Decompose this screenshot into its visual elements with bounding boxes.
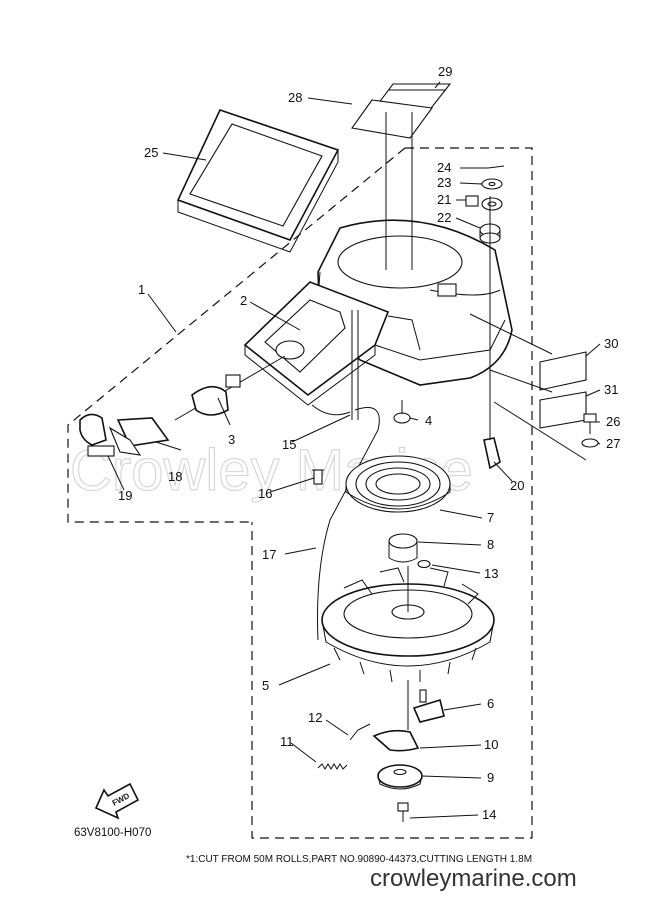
spiral-spring-7[interactable] (345, 455, 451, 513)
pawl-6[interactable] (412, 689, 445, 723)
bracket-21[interactable] (465, 195, 479, 207)
figure-code: 63V8100-H070 (74, 827, 151, 839)
callout-27: 27 (606, 436, 620, 451)
callout-19: 19 (118, 488, 132, 503)
bolt-14[interactable] (397, 802, 409, 822)
circlip-13[interactable] (417, 559, 431, 569)
callout-11: 11 (280, 734, 294, 749)
callout-26: 26 (606, 414, 620, 429)
cap-9[interactable] (377, 764, 423, 790)
callout-18: 18 (168, 469, 182, 484)
callout-8: 8 (487, 537, 494, 552)
pin-24[interactable] (487, 165, 505, 169)
clip-20[interactable] (483, 437, 501, 470)
callout-4: 4 (425, 413, 432, 428)
site-watermark: crowleymarine.com (370, 865, 577, 892)
nut-21[interactable] (481, 197, 503, 211)
label-30[interactable] (539, 351, 587, 391)
callout-17: 17 (262, 547, 276, 562)
callout-29: 29 (438, 64, 452, 79)
callout-20: 20 (510, 478, 524, 493)
knob-19[interactable] (79, 413, 115, 457)
leader-lines (107, 81, 601, 819)
callout-31: 31 (604, 382, 618, 397)
rope-handle-18[interactable] (108, 417, 170, 456)
filter-frame-25[interactable] (176, 109, 340, 253)
bushing-8[interactable] (388, 533, 418, 563)
callout-25: 25 (144, 145, 158, 160)
plate-10[interactable] (372, 729, 420, 752)
callout-16: 16 (258, 486, 272, 501)
callout-24: 24 (437, 160, 451, 175)
forward-arrow-icon: FWD (94, 782, 140, 820)
washer-27[interactable] (581, 438, 599, 448)
hose-17[interactable] (311, 404, 380, 641)
callout-3: 3 (228, 432, 235, 447)
callout-12: 12 (308, 710, 322, 725)
callout-numbers: 1 2 3 4 5 6 7 8 9 10 11 12 13 14 15 16 1… (118, 64, 620, 822)
callout-28: 28 (288, 90, 302, 105)
screw-16[interactable] (312, 469, 324, 485)
callout-2: 2 (240, 293, 247, 308)
callout-13: 13 (484, 566, 498, 581)
callout-21: 21 (437, 192, 451, 207)
callout-7: 7 (487, 510, 494, 525)
washer-23[interactable] (481, 178, 503, 190)
callout-6: 6 (487, 696, 494, 711)
bolt-4[interactable] (393, 400, 411, 424)
callout-9: 9 (487, 770, 494, 785)
assembly-boundary-right (251, 147, 533, 839)
coil-spring-11[interactable] (317, 763, 348, 770)
callout-5: 5 (262, 678, 269, 693)
callout-23: 23 (437, 175, 451, 190)
callout-15: 15 (282, 437, 296, 452)
callout-30: 30 (604, 336, 618, 351)
spring-12[interactable] (349, 723, 371, 741)
label-31[interactable] (539, 391, 587, 429)
assembly-boundary-left (67, 147, 406, 523)
reel-5[interactable] (321, 566, 495, 683)
control-cable-3[interactable] (174, 355, 286, 421)
callout-22: 22 (437, 210, 451, 225)
callout-14: 14 (482, 807, 496, 822)
bolt-26[interactable] (583, 413, 597, 434)
footnote: *1:CUT FROM 50M ROLLS,PART NO.90890-4437… (186, 854, 532, 865)
callout-1: 1 (138, 282, 145, 297)
callout-10: 10 (484, 737, 498, 752)
